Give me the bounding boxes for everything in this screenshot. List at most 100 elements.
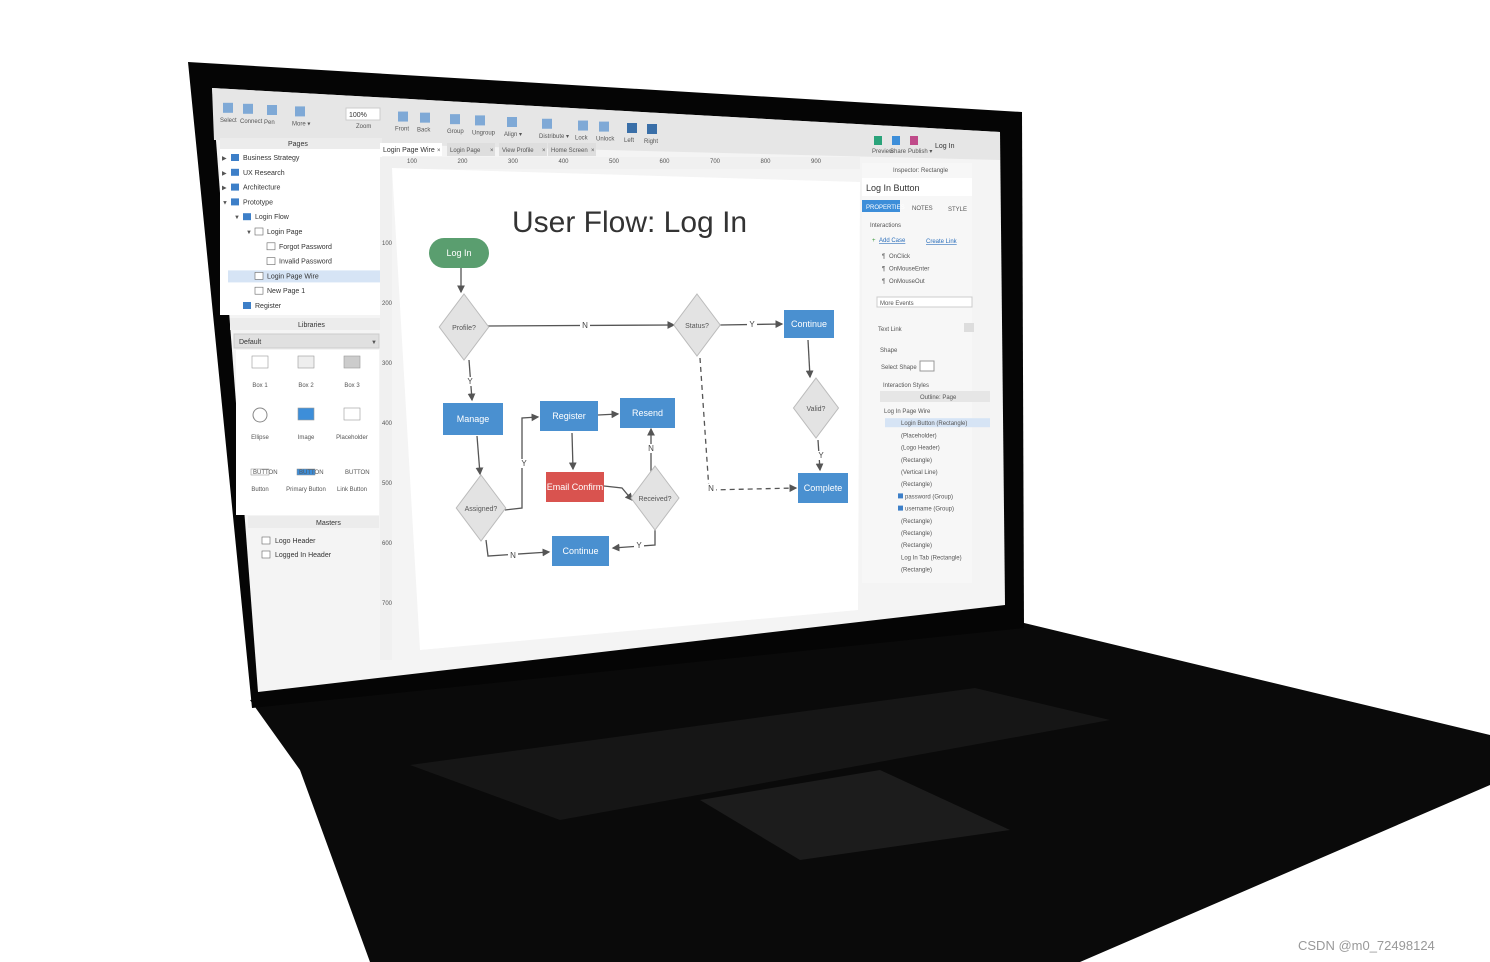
toolbar-button[interactable]: Select [220, 118, 237, 124]
page-tree-item[interactable]: New Page 1 [254, 286, 305, 295]
page-tree-item[interactable]: ▼Login Flow [234, 213, 290, 221]
outline-item[interactable]: (Vertical Line) [901, 470, 938, 476]
library-widget[interactable]: Image [298, 407, 315, 441]
flow-decision-received[interactable] [630, 465, 680, 531]
shape-section[interactable]: Shape [880, 348, 898, 354]
text-link-button[interactable] [964, 323, 974, 332]
event-item[interactable]: OnClick [889, 254, 911, 260]
toolbar-button[interactable]: More ▾ [292, 121, 310, 127]
page-tree-item[interactable]: ▼Prototype [222, 198, 273, 206]
close-icon[interactable]: × [542, 148, 546, 154]
toolbar-button[interactable]: Lock [575, 136, 589, 142]
add-case-link[interactable]: Add Case [879, 238, 906, 244]
flow-node-resend[interactable] [620, 398, 675, 428]
outline-item[interactable]: (Logo Header) [901, 446, 940, 452]
caret-right-icon[interactable]: ▶ [222, 171, 227, 177]
toolbar-button[interactable]: Align ▾ [504, 132, 522, 138]
tab[interactable] [380, 143, 442, 156]
master-item[interactable]: Logged In Header [275, 552, 332, 559]
toolbar-button[interactable]: Unlock [596, 137, 615, 143]
shape-picker[interactable] [919, 360, 935, 372]
caret-down-icon[interactable]: ▼ [222, 200, 228, 206]
close-icon[interactable]: × [591, 148, 595, 154]
library-widget[interactable]: Ellipse [251, 407, 269, 441]
page-tree-item[interactable]: Forgot Password [266, 242, 332, 251]
flow-decision-profile[interactable] [438, 293, 490, 361]
event-item[interactable]: OnMouseOut [889, 279, 925, 285]
flow-decision-status[interactable] [673, 293, 721, 357]
widget-name-field[interactable] [862, 178, 972, 196]
outline-item[interactable]: (Rectangle) [901, 482, 932, 488]
page-tree-label: New Page 1 [267, 288, 305, 295]
toolbar-button[interactable]: Pen [264, 120, 275, 126]
flow-node-manage[interactable] [443, 403, 503, 435]
library-widget[interactable]: Placeholder [336, 407, 368, 441]
outline-item[interactable]: password (Group) [905, 494, 953, 500]
page-tree-item[interactable]: Register [243, 302, 282, 310]
flow-node-email_confirm[interactable] [546, 472, 604, 502]
toolbar-button[interactable]: Ungroup [472, 130, 496, 136]
interaction-styles-link[interactable]: Interaction Styles [883, 383, 929, 389]
toolbar-button[interactable]: Connect [240, 119, 263, 125]
library-widget[interactable]: Box 3 [343, 355, 360, 389]
tab-style[interactable]: STYLE [948, 207, 967, 213]
tab-properties[interactable] [862, 200, 900, 212]
outline-item[interactable]: Login Button (Rectangle) [901, 421, 967, 427]
library-widget[interactable]: Box 1 [251, 355, 268, 389]
flow-decision-valid[interactable] [792, 377, 840, 439]
page-tree-item[interactable]: ▶UX Research [222, 168, 285, 177]
zoom-select[interactable] [345, 107, 381, 121]
flow-node-continue_bottom[interactable] [552, 536, 609, 566]
page-tree-item[interactable]: ▶Business Strategy [222, 154, 300, 162]
toolbar-button[interactable]: Distribute ▾ [539, 134, 569, 140]
outline-item[interactable]: Log In Page Wire [884, 409, 931, 415]
toolbar-button[interactable]: Right [644, 139, 658, 145]
caret-down-icon[interactable]: ▼ [234, 215, 240, 221]
page-tree-label: Register [255, 303, 282, 310]
event-item[interactable]: OnMouseEnter [889, 267, 929, 273]
caret-down-icon[interactable]: ▼ [246, 230, 252, 236]
flow-node-login[interactable] [429, 238, 489, 268]
master-item[interactable]: Logo Header [275, 538, 316, 545]
outline-item[interactable]: (Placeholder) [901, 433, 937, 439]
outline-item[interactable]: (Rectangle) [901, 543, 932, 549]
toolbar-button[interactable]: Group [447, 129, 464, 135]
tab[interactable] [499, 143, 547, 156]
page-tree-item[interactable]: Login Page Wire [254, 272, 319, 280]
flow-node-continue_right[interactable] [784, 310, 834, 338]
toolbar-button[interactable]: Front [395, 127, 409, 133]
outline-item[interactable]: (Rectangle) [901, 531, 932, 537]
close-icon[interactable]: × [490, 148, 494, 154]
tab[interactable] [447, 143, 495, 156]
interactions-section[interactable]: Interactions [870, 223, 901, 229]
caret-right-icon[interactable]: ▶ [222, 186, 227, 192]
toolbar-right-button[interactable]: Publish ▾ [908, 149, 932, 155]
tab[interactable] [548, 143, 596, 156]
toolbar-right-button[interactable]: Share [890, 149, 907, 155]
login-button[interactable]: Log In [935, 143, 955, 150]
toolbar-button[interactable]: Back [417, 128, 431, 134]
library-widget[interactable]: Box 2 [297, 355, 314, 389]
outline-item[interactable]: (Rectangle) [901, 519, 932, 525]
more-events-select[interactable] [876, 296, 973, 308]
page-tree-item[interactable]: ▶Architecture [222, 183, 280, 192]
page-tree-item[interactable]: Invalid Password [266, 257, 332, 266]
flow-node-register[interactable] [540, 401, 598, 431]
caret-right-icon[interactable]: ▶ [222, 156, 227, 162]
toolbar-button[interactable]: Left [624, 138, 634, 144]
outline-item[interactable]: username (Group) [905, 507, 954, 513]
toolbar-right-button[interactable]: Preview [872, 149, 894, 155]
outline-item[interactable]: Log In Tab (Rectangle) [901, 555, 962, 561]
flow-node-complete[interactable] [798, 473, 848, 503]
page-tree-item[interactable]: ▼Login Page [246, 227, 303, 236]
outline-item[interactable]: (Rectangle) [901, 458, 932, 464]
outline-item[interactable]: (Rectangle) [901, 568, 932, 574]
tab-notes[interactable]: NOTES [912, 206, 933, 212]
flow-decision-assigned[interactable] [455, 474, 507, 542]
close-icon[interactable]: × [437, 148, 441, 154]
create-link[interactable]: Create Link [926, 239, 958, 245]
library-select[interactable] [233, 333, 380, 349]
